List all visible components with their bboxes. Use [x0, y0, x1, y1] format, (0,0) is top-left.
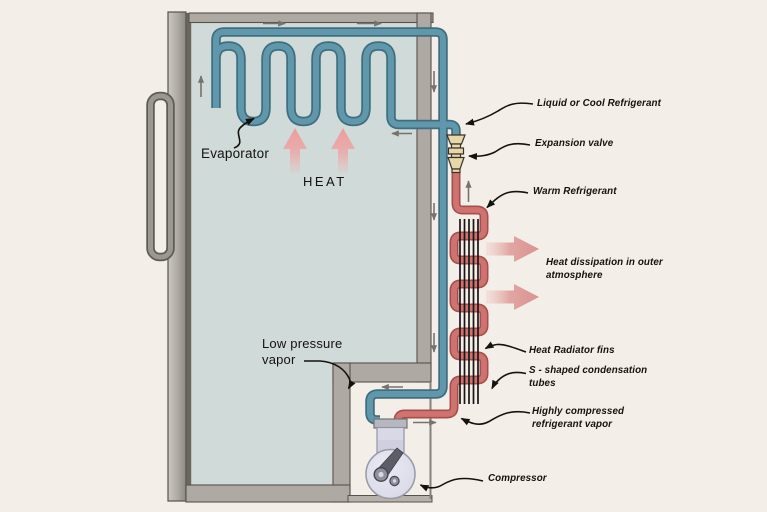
heat-up-arrows: [283, 128, 355, 173]
compressor-niche-left-wall: [332, 362, 351, 503]
heat-right-arrow-icon: [486, 284, 539, 310]
compressor-bulb: [365, 448, 416, 500]
expansion-valve-label: Expansion valve: [535, 138, 614, 149]
heat-dissipation-arrows: [486, 236, 539, 310]
s-shaped-condensation-tubes-label: S - shaped condensation tubes: [529, 365, 648, 389]
cabinet-bottom-wall: [185, 484, 351, 503]
cabinet-top-wall: [188, 12, 434, 24]
compressor-label: Compressor: [488, 473, 547, 484]
leader-expansion-valve: [468, 142, 531, 160]
low-pressure-vapor-label: Low pressure vapor: [262, 336, 343, 367]
leader-low-pressure: [304, 360, 356, 390]
compressor-crank: [373, 447, 404, 487]
heat-label: HEAT: [303, 174, 347, 189]
heat-radiator-fins-label: Heat Radiator fins: [529, 345, 615, 356]
door-gap: [186, 13, 191, 501]
compressor-cap: [373, 418, 408, 429]
callout-leaders: [233, 102, 534, 492]
warm-refrigerant-label: Warm Refrigerant: [533, 186, 617, 197]
cabinet-right-wall: [416, 12, 432, 383]
heat-dissipation-label: Heat dissipation in outer atmosphere: [546, 257, 663, 281]
evaporator-label: Evaporator: [201, 146, 270, 161]
heat-up-arrow-icon: [331, 128, 355, 173]
leader-highly-compressed: [460, 410, 531, 426]
leader-s-tubes: [491, 371, 527, 390]
evaporator-coil: [213, 29, 459, 423]
leader-liquid: [465, 102, 534, 126]
leader-evaporator: [233, 117, 255, 149]
compressor: [365, 418, 416, 500]
leader-compressor: [419, 477, 484, 492]
leader-warm: [486, 190, 529, 209]
heat-up-arrow-icon: [283, 128, 307, 173]
heat-right-arrow-icon: [486, 236, 539, 262]
expansion-valve: [446, 134, 466, 174]
cold-refrigerant-pipe: [211, 27, 461, 425]
heat-radiator-fins: [459, 219, 479, 404]
highly-compressed-vapor-label: Highly compressed refrigerant vapor: [532, 406, 625, 430]
leader-fins: [484, 341, 527, 353]
fridge-interior: [190, 22, 418, 486]
fridge-cabinet: [146, 11, 434, 503]
door-handle: [146, 91, 175, 262]
flow-arrows: [197, 20, 472, 426]
liquid-or-cool-refrigerant-label: Liquid or Cool Refrigerant: [537, 98, 661, 109]
